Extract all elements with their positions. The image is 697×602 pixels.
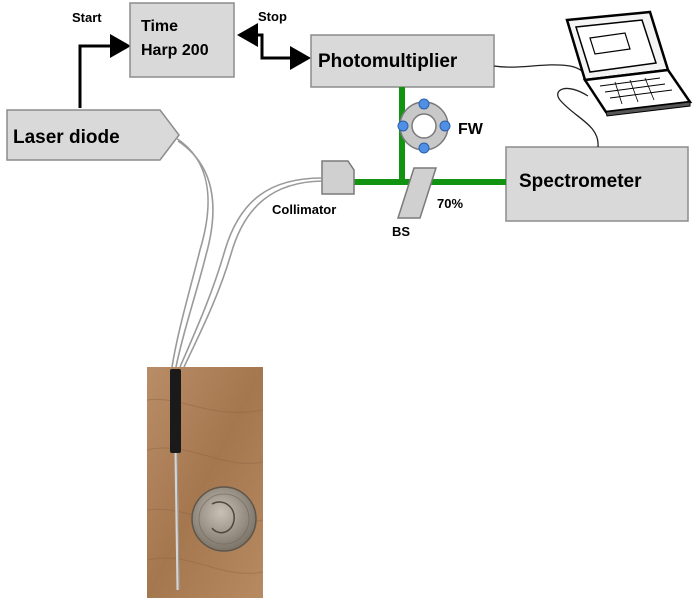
laptop-icon xyxy=(565,10,693,117)
spectrometer-box: Spectrometer xyxy=(505,146,689,222)
time-harp-label-line2: Harp 200 xyxy=(141,42,209,59)
start-label: Start xyxy=(72,10,102,25)
filter-wheel-icon xyxy=(397,98,451,154)
laser-diode-box: Laser diode xyxy=(6,109,180,161)
start-signal-line xyxy=(78,34,131,108)
stop-label: Stop xyxy=(258,9,287,24)
split-ratio-label: 70% xyxy=(437,196,463,211)
time-harp-label-line1: Time xyxy=(141,18,178,35)
photomultiplier-box: Photomultiplier xyxy=(310,34,495,88)
spectrometer-label: Spectrometer xyxy=(519,171,642,192)
beam-splitter-icon xyxy=(396,167,438,219)
time-harp-box: Time Harp 200 xyxy=(129,2,235,78)
photomultiplier-label: Photomultiplier xyxy=(318,51,458,72)
laser-diode-label: Laser diode xyxy=(13,127,120,148)
probe-photo xyxy=(146,367,264,598)
stop-signal-line xyxy=(237,23,311,70)
collimator-icon xyxy=(321,160,355,195)
collimator-label: Collimator xyxy=(272,202,336,217)
probe-needle xyxy=(174,452,180,591)
filter-wheel-label: FW xyxy=(458,121,484,138)
beam-splitter-label: BS xyxy=(392,224,410,239)
probe-handle xyxy=(170,369,181,453)
coin-image xyxy=(191,486,257,552)
optical-fibers xyxy=(171,137,323,368)
spectrometer-to-laptop-wire xyxy=(557,87,599,148)
